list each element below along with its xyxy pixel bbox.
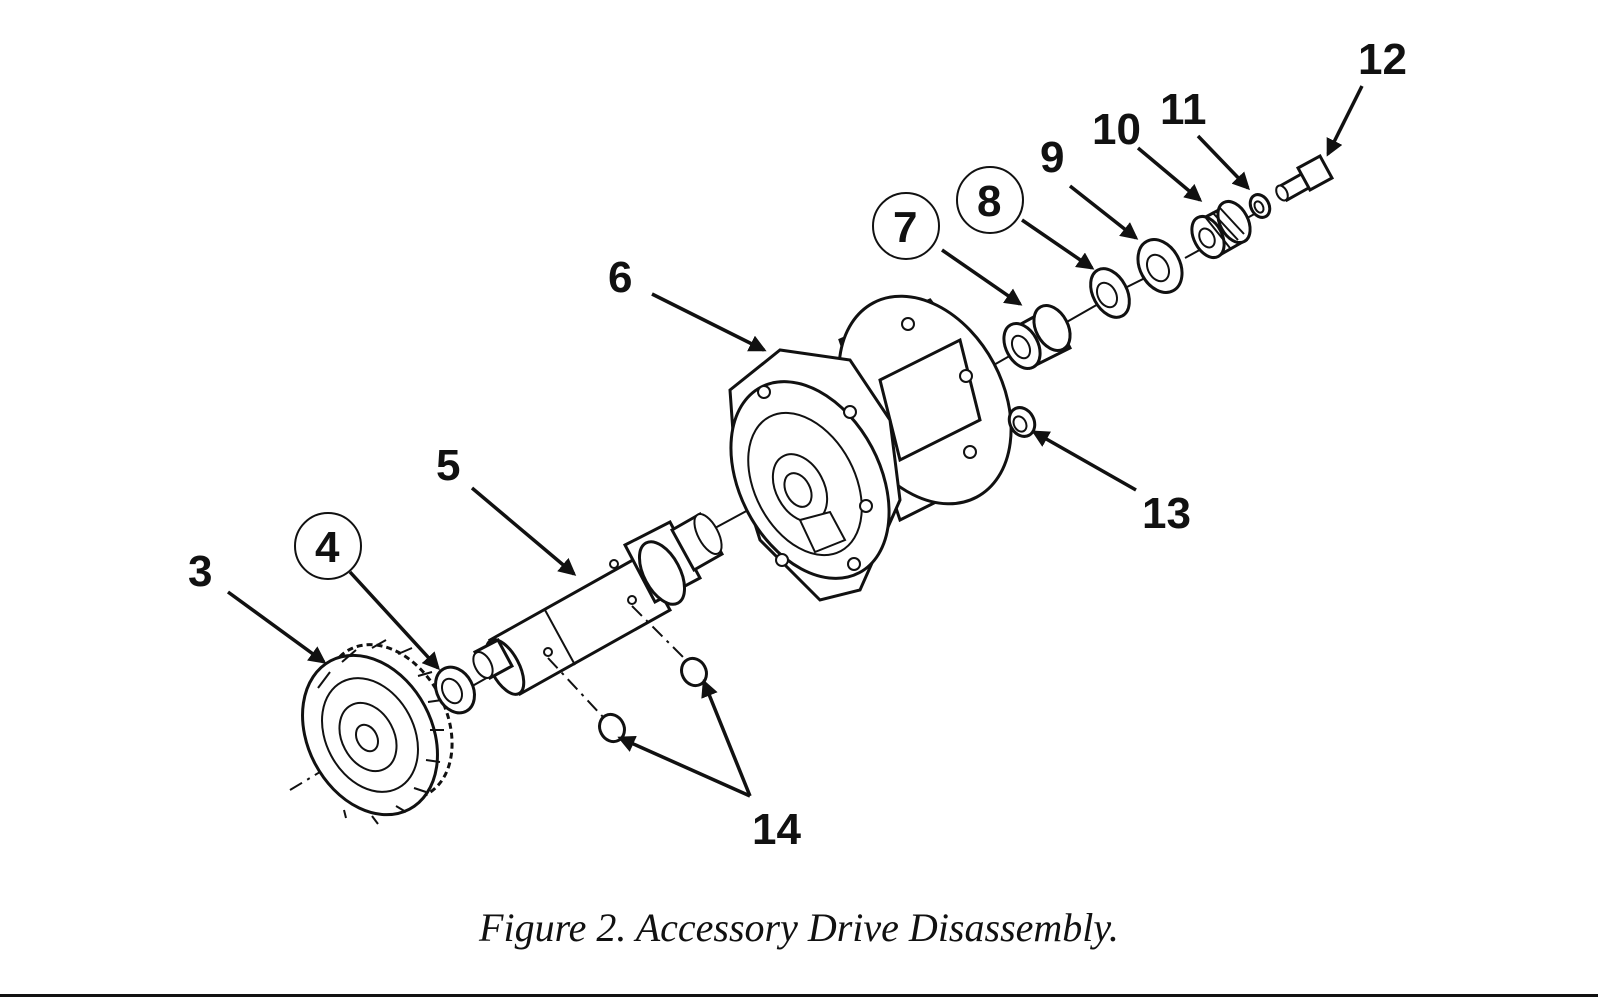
callout-9: 9 bbox=[1040, 133, 1064, 182]
seal-part-8 bbox=[1089, 267, 1131, 319]
callout-5: 5 bbox=[436, 441, 460, 490]
callout-8: 8 bbox=[977, 177, 1001, 226]
callout-14: 14 bbox=[752, 805, 801, 854]
bottom-rule bbox=[0, 994, 1598, 997]
callout-13: 13 bbox=[1142, 489, 1191, 538]
callout-10: 10 bbox=[1092, 105, 1141, 154]
leader-arrows bbox=[226, 85, 1364, 798]
bolt-part-12 bbox=[1275, 153, 1335, 203]
lockwasher-part-11 bbox=[1248, 193, 1272, 219]
callout-6: 6 bbox=[608, 253, 632, 302]
figure-caption: Figure 2. Accessory Drive Disassembly. bbox=[479, 905, 1119, 950]
shaft-part-5 bbox=[472, 511, 725, 697]
housing-part-6 bbox=[728, 294, 1013, 602]
callout-circles bbox=[294, 166, 1024, 580]
plug-part-13 bbox=[1007, 406, 1037, 438]
callout-12: 12 bbox=[1358, 35, 1407, 84]
bearing-part-7 bbox=[1002, 304, 1073, 370]
spline-part-10 bbox=[1190, 199, 1252, 260]
washer-part-4 bbox=[434, 665, 476, 715]
callout-3: 3 bbox=[188, 547, 212, 596]
callout-7: 7 bbox=[893, 203, 917, 252]
gear-part-3 bbox=[301, 639, 454, 825]
callout-11: 11 bbox=[1160, 85, 1207, 134]
callout-4: 4 bbox=[315, 523, 340, 572]
washer-part-9 bbox=[1136, 238, 1184, 294]
